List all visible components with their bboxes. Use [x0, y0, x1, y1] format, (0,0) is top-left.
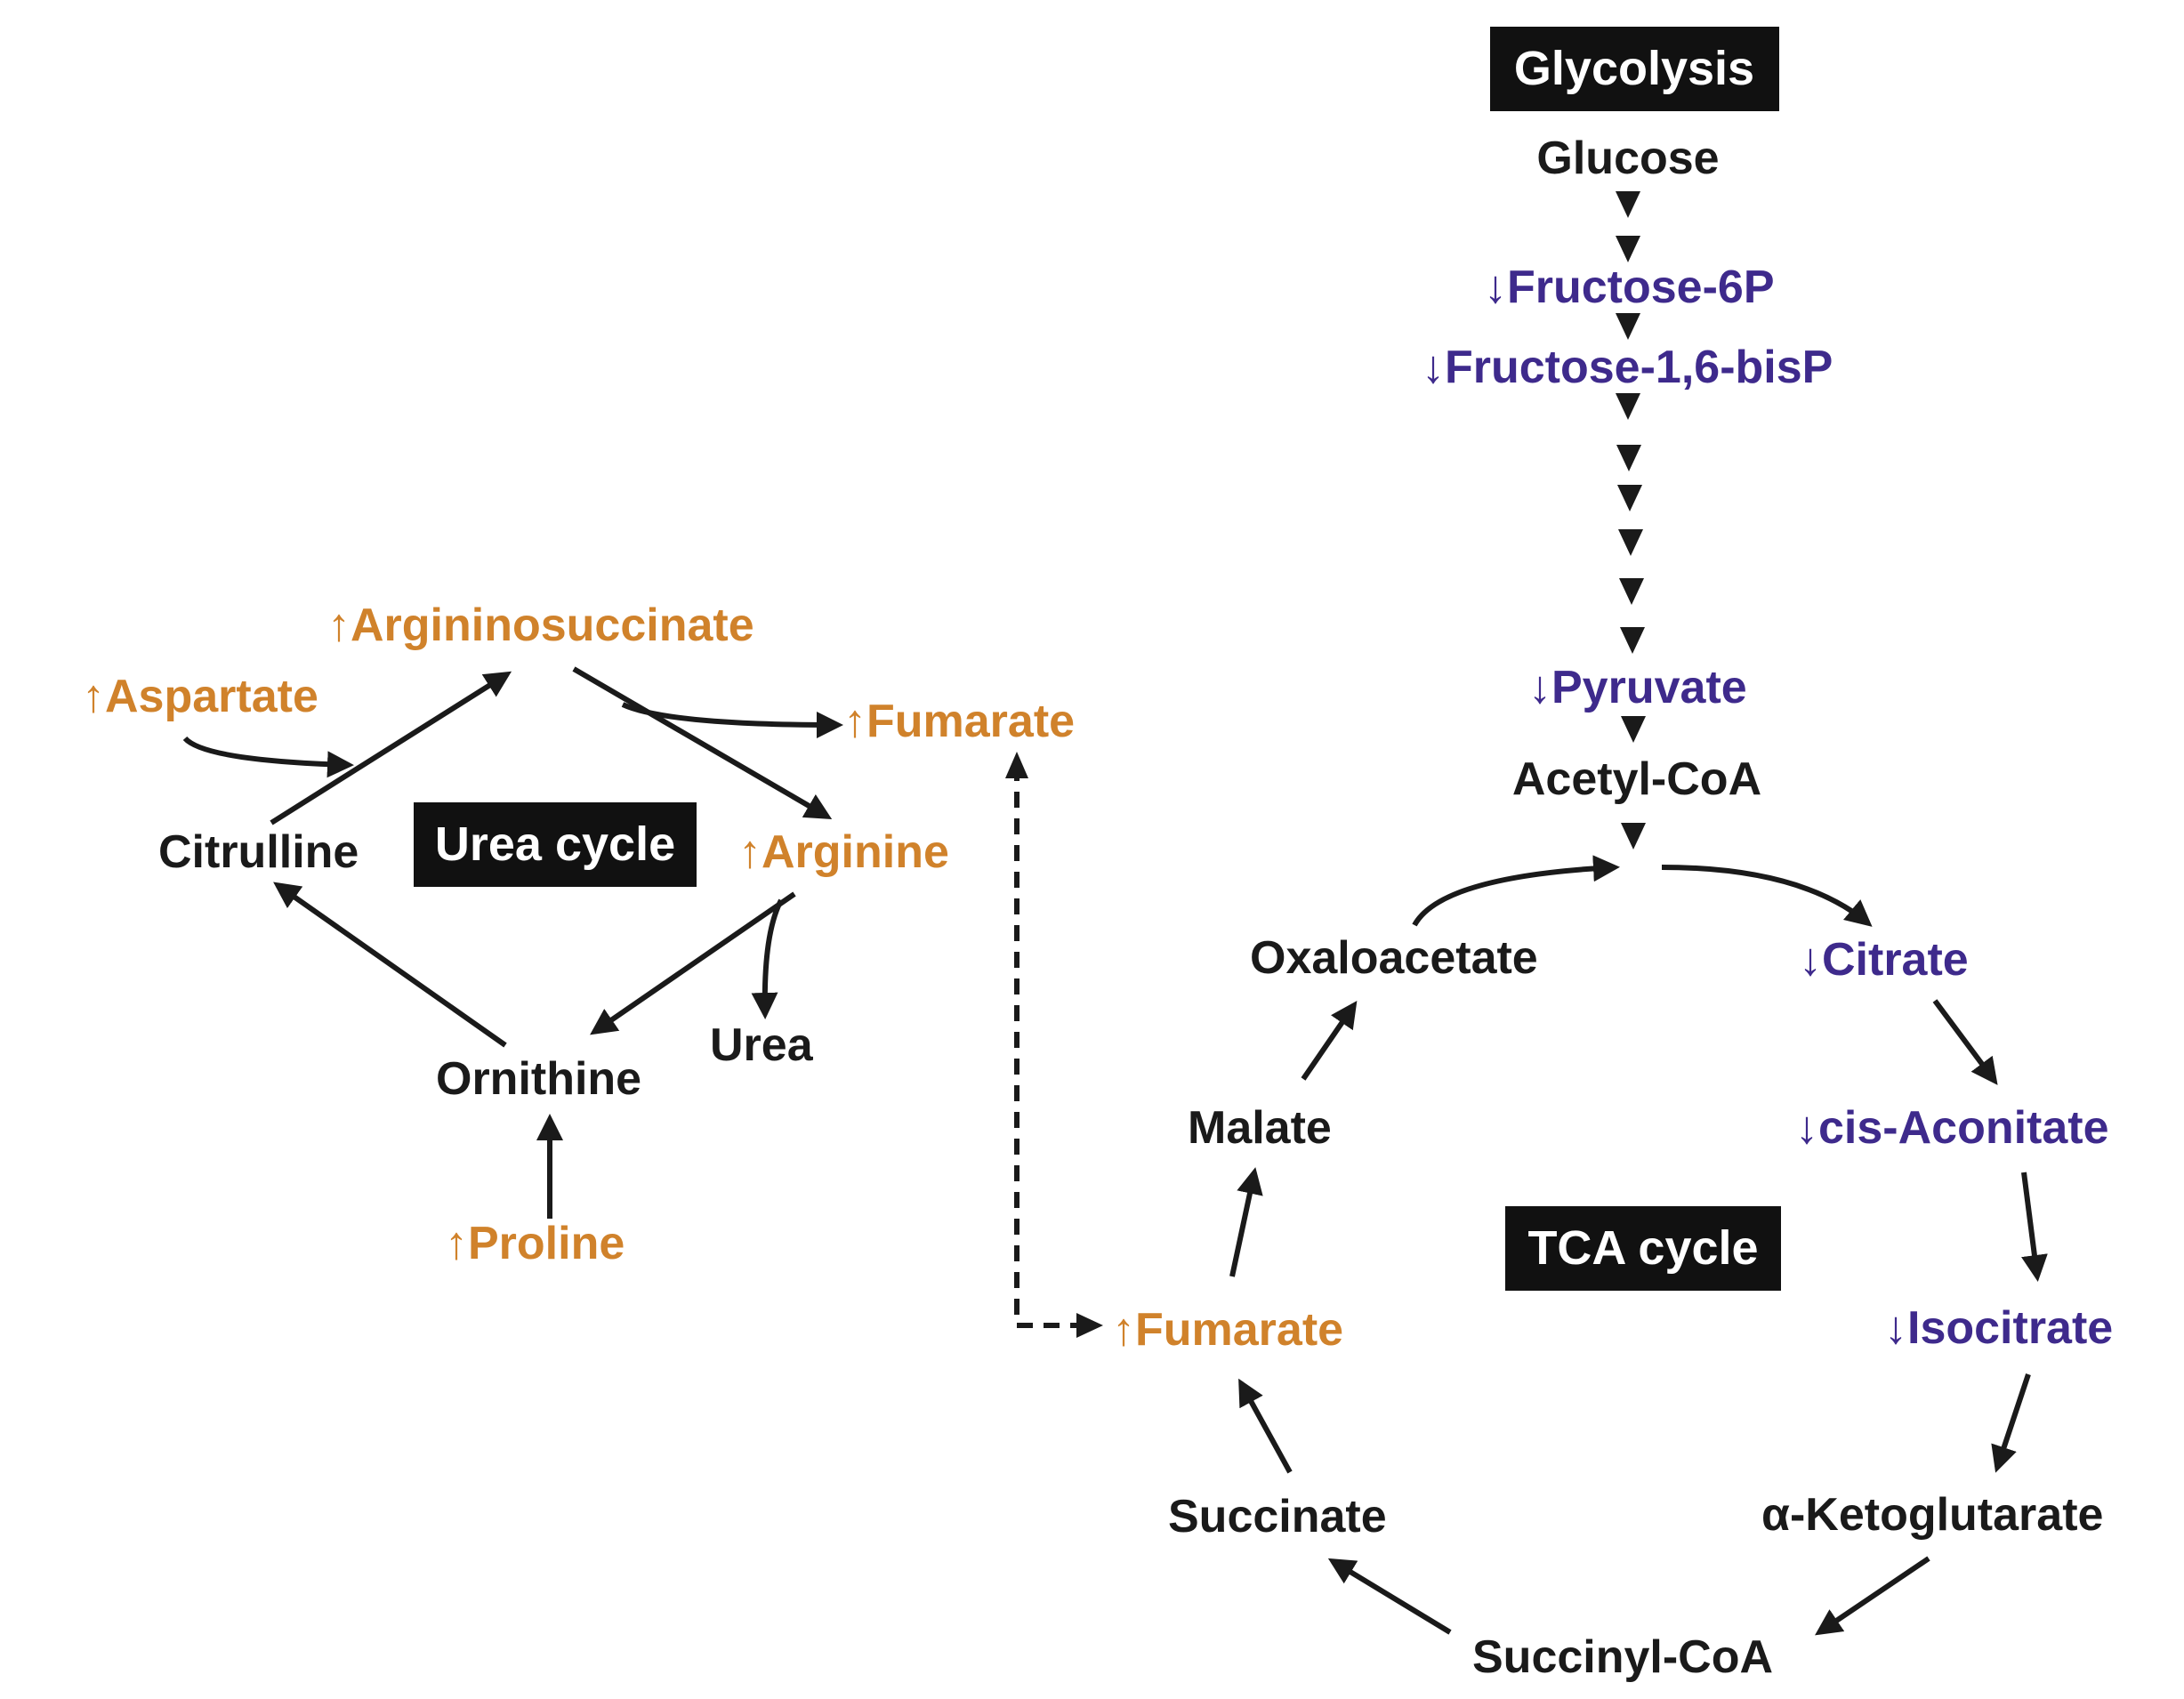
- tca-cycle-label-box: TCA cycle: [1505, 1206, 1781, 1291]
- dashed-link-fumarate: [1014, 765, 1096, 1328]
- arrow-acetylcoa-to-citrate: [1661, 865, 1873, 927]
- arrow-succinate-to-fumarate: [1238, 1378, 1293, 1474]
- up-marker: ↑: [843, 696, 866, 747]
- urea-cycle-label: Urea cycle: [435, 817, 675, 871]
- up-marker: ↑: [738, 826, 762, 878]
- dashed-link-arrowhead-right: [1076, 1313, 1103, 1338]
- metabolite-alpha-ketoglutarate: α-Ketoglutarate: [1761, 1489, 2103, 1541]
- metabolite-fumarate-urea: ↑Fumarate: [843, 696, 1075, 747]
- step-arrowhead: [1621, 823, 1646, 850]
- metabolite-citrulline: Citrulline: [158, 826, 359, 878]
- metabolite-proline: ↑Proline: [445, 1218, 625, 1269]
- dashed-link-arrowhead-up: [1005, 752, 1028, 778]
- tca-cycle-arrows: [1229, 855, 2048, 1636]
- metabolite-ornithine: Ornithine: [436, 1053, 641, 1105]
- down-marker: ↓: [1884, 1302, 1907, 1354]
- down-marker: ↓: [1422, 342, 1445, 393]
- step-arrowhead: [1617, 485, 1642, 511]
- arrow-argininosuccinate-to-fumarate: [621, 702, 843, 738]
- arrow-aspartate-joins: [182, 736, 354, 778]
- metabolite-cis-aconitate: ↓cis-Aconitate: [1795, 1102, 2109, 1154]
- up-marker: ↑: [445, 1218, 468, 1269]
- up-marker: ↑: [327, 600, 351, 651]
- metabolite-acetyl-coa: Acetyl-CoA: [1512, 753, 1761, 805]
- glycolysis-step-arrows: [1616, 191, 1646, 850]
- metabolite-argininosuccinate: ↑Argininosuccinate: [327, 600, 754, 651]
- step-arrowhead: [1620, 627, 1645, 654]
- up-marker: ↑: [82, 671, 105, 722]
- metabolite-arginine: ↑Arginine: [738, 826, 949, 878]
- down-marker: ↓: [1795, 1102, 1818, 1154]
- metabolite-malate: Malate: [1188, 1102, 1332, 1154]
- arrow-isocitrate-to-aketoglutarate: [1991, 1373, 2031, 1473]
- step-arrowhead: [1621, 716, 1646, 743]
- urea-cycle-label-box: Urea cycle: [414, 802, 697, 887]
- arrow-oxaloacetate-to-acetylcoa: [1412, 855, 1620, 927]
- arrow-succinylcoa-to-succinate: [1327, 1558, 1452, 1635]
- step-arrowhead: [1616, 236, 1640, 262]
- urea-cycle-arrows: [182, 666, 843, 1219]
- arrow-argininosuccinate-to-arginine: [572, 666, 833, 820]
- metabolite-succinyl-coa: Succinyl-CoA: [1472, 1631, 1773, 1683]
- step-arrowhead: [1618, 529, 1643, 556]
- metabolite-fructose-16bisp: ↓Fructose-1,6-bisP: [1422, 342, 1833, 393]
- step-arrowhead: [1616, 191, 1640, 218]
- metabolite-fructose-6p: ↓Fructose-6P: [1484, 262, 1775, 313]
- metabolite-oxaloacetate: Oxaloacetate: [1250, 932, 1538, 984]
- metabolite-glucose: Glucose: [1536, 133, 1719, 184]
- glycolysis-label: Glycolysis: [1514, 42, 1754, 95]
- up-marker: ↑: [1112, 1304, 1135, 1356]
- metabolite-pyruvate: ↓Pyruvate: [1528, 662, 1747, 713]
- metabolite-succinate: Succinate: [1168, 1491, 1387, 1542]
- down-marker: ↓: [1528, 662, 1551, 713]
- tca-cycle-label: TCA cycle: [1527, 1221, 1758, 1275]
- metabolite-citrate: ↓Citrate: [1799, 934, 1969, 986]
- glycolysis-label-box: Glycolysis: [1490, 27, 1779, 111]
- down-marker: ↓: [1484, 262, 1507, 313]
- arrow-fumarate-to-malate: [1229, 1167, 1263, 1277]
- down-marker: ↓: [1799, 934, 1822, 986]
- arrow-aketoglutarate-to-succinylcoa: [1815, 1556, 1930, 1636]
- metabolite-isocitrate: ↓Isocitrate: [1884, 1302, 2113, 1354]
- metabolite-aspartate: ↑Aspartate: [82, 671, 318, 722]
- arrow-arginine-to-urea: [751, 898, 784, 1019]
- arrow-ornithine-to-citrulline: [273, 882, 507, 1048]
- metabolite-fumarate-tca: ↑Fumarate: [1112, 1304, 1343, 1356]
- arrow-cisaconitate-to-isocitrate: [2021, 1172, 2048, 1282]
- metabolite-urea: Urea: [710, 1019, 814, 1071]
- step-arrowhead: [1616, 445, 1641, 471]
- arrow-arginine-to-ornithine: [590, 891, 796, 1035]
- step-arrowhead: [1616, 393, 1640, 420]
- arrow-citrulline-to-argininosuccinate: [270, 671, 512, 825]
- step-arrowhead: [1616, 313, 1640, 340]
- step-arrowhead: [1619, 578, 1644, 605]
- arrow-citrate-to-cisaconitate: [1932, 999, 1998, 1085]
- arrow-malate-to-oxaloacetate: [1301, 1001, 1358, 1081]
